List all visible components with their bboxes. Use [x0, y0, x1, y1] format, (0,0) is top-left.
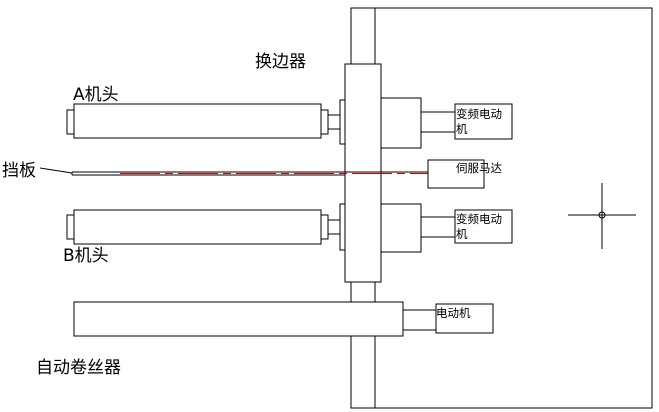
head-b-shaft	[327, 219, 341, 235]
head-a-label: A机头	[73, 85, 119, 105]
head-b-hub	[380, 203, 422, 253]
head-b-label: B机头	[63, 246, 109, 266]
head-a-flange	[339, 99, 346, 145]
vfd-top-coupling	[420, 111, 456, 133]
head-a-shaft	[327, 114, 341, 130]
vfd-motor-bottom-label: 变频电动 机	[456, 212, 506, 241]
baffle-label: 挡板	[2, 161, 36, 181]
head-b-roller	[73, 209, 322, 245]
servo-motor-label: 伺服马达	[456, 161, 502, 175]
head-b-end-cap-right	[320, 214, 329, 240]
head-a-roller	[73, 103, 322, 139]
auto-winder-label: 自动卷丝器	[36, 358, 121, 378]
motor-box	[435, 303, 494, 334]
vfd-bottom-coupling	[420, 216, 456, 238]
auto-winder-bar	[73, 301, 404, 337]
winder-coupling	[402, 309, 437, 331]
motor-label: 电动机	[436, 306, 471, 320]
baffle-plate	[71, 171, 428, 176]
head-a-hub	[380, 97, 422, 149]
head-b-end-cap-left	[66, 214, 75, 240]
vfd-motor-top-box	[454, 103, 513, 140]
baffle-leader-line	[39, 167, 73, 174]
vfd-motor-bottom-box	[454, 209, 513, 244]
vfd-motor-top-label: 变频电动 机	[456, 107, 506, 136]
edge-changer-label: 换边器	[255, 52, 306, 72]
head-a-end-cap-right	[320, 109, 329, 135]
head-b-flange	[339, 203, 346, 251]
head-a-end-cap-left	[66, 109, 75, 135]
crosshair-mark	[568, 183, 636, 249]
